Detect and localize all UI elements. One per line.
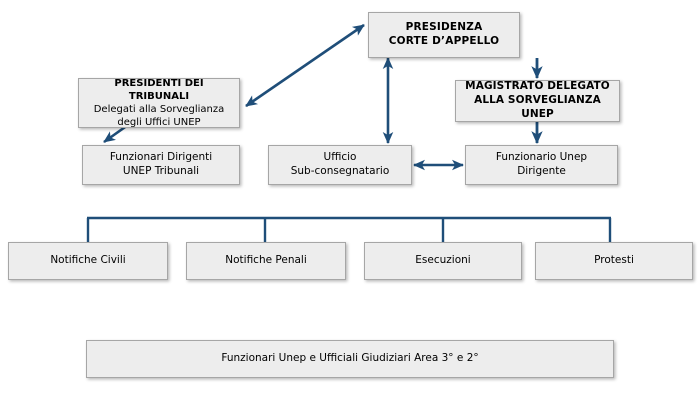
- connector-presidenza-presidenti: [245, 23, 365, 108]
- node-funzionari-dirigenti-unep-tribunali[interactable]: Funzionari Dirigenti UNEP Tribunali: [82, 145, 240, 185]
- node-magistrato-delegato[interactable]: MAGISTRATO DELEGATO ALLA SORVEGLIANZA UN…: [455, 80, 620, 122]
- service-label-protesti: Protesti: [594, 254, 634, 267]
- node-service-notifiche-civili[interactable]: Notifiche Civili: [8, 242, 168, 280]
- node-service-protesti[interactable]: Protesti: [535, 242, 693, 280]
- node-presidenza-line1: PRESIDENZA: [405, 21, 483, 34]
- node-magistrato-line2: ALLA SORVEGLIANZA UNEP: [474, 94, 601, 120]
- node-funzionario-unep-dirigente[interactable]: Funzionario Unep Dirigente: [465, 145, 618, 185]
- node-ufficio-line1: Ufficio: [323, 151, 357, 164]
- service-label-esecuzioni: Esecuzioni: [415, 254, 471, 267]
- node-funzionario-unep-line1: Funzionario Unep: [495, 151, 588, 164]
- node-funzionari-dirigenti-line2: UNEP Tribunali: [122, 165, 200, 177]
- node-funzionari-dirigenti-line1: Funzionari Dirigenti: [109, 151, 213, 164]
- node-presidenza-line2: CORTE D’APPELLO: [388, 35, 500, 47]
- node-funzionari-unep-ufficiali-giudiziari[interactable]: Funzionari Unep e Ufficiali Giudiziari A…: [86, 340, 614, 378]
- node-presidenti-line1: PRESIDENTI DEI TRIBUNALI: [114, 77, 204, 102]
- service-label-notifiche-civili: Notifiche Civili: [50, 254, 126, 267]
- node-funzionario-unep-line2: Dirigente: [517, 165, 566, 177]
- node-presidenti-line2: Delegati alla Sorveglianza: [93, 104, 225, 115]
- node-magistrato-line1: MAGISTRATO DELEGATO: [465, 80, 610, 93]
- node-ufficio-sub-consegnatario[interactable]: Ufficio Sub-consegnatario: [268, 145, 412, 185]
- node-service-esecuzioni[interactable]: Esecuzioni: [364, 242, 522, 280]
- service-bus: [86, 216, 612, 242]
- node-presidenza-corte-appello[interactable]: PRESIDENZA CORTE D’APPELLO: [368, 12, 520, 58]
- node-ufficio-line2: Sub-consegnatario: [290, 165, 390, 177]
- node-service-notifiche-penali[interactable]: Notifiche Penali: [186, 242, 346, 280]
- service-label-notifiche-penali: Notifiche Penali: [225, 254, 307, 267]
- node-bottom-label: Funzionari Unep e Ufficiali Giudiziari A…: [221, 352, 479, 365]
- node-presidenti-line3: degli Uffici UNEP: [117, 117, 201, 129]
- node-presidenti-dei-tribunali[interactable]: PRESIDENTI DEI TRIBUNALI Delegati alla S…: [78, 78, 240, 128]
